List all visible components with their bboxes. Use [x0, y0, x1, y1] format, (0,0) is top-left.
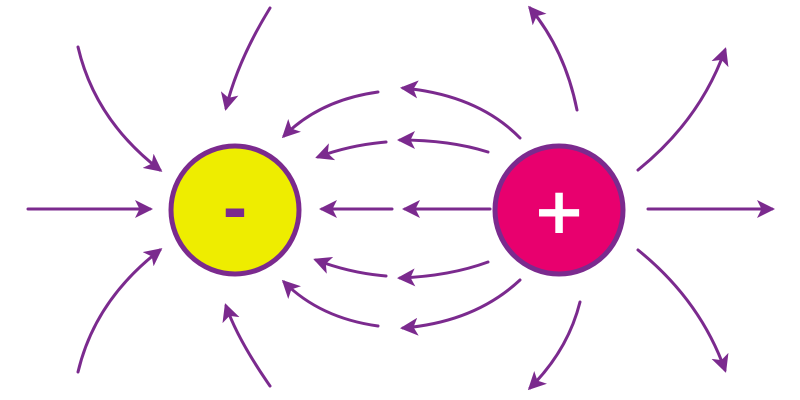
- field-line-lower-inner-2: [313, 256, 388, 278]
- field-line-left-lower: [76, 248, 163, 374]
- field-line-lower-outer-2: [281, 279, 380, 328]
- field-lines: [26, 5, 775, 391]
- field-line-bottom-from-positive: [527, 300, 582, 391]
- field-line-lower-outer: [400, 278, 522, 336]
- field-line-right-upper: [636, 47, 729, 172]
- plus-sign: +: [532, 175, 586, 249]
- positive-charge: +: [492, 143, 626, 277]
- field-line-lower-inner: [397, 260, 490, 287]
- field-line-left-upper: [76, 45, 163, 172]
- negative-charge-circle: [168, 143, 302, 277]
- field-line-upper-inner-2: [315, 140, 388, 161]
- negative-charge: -: [168, 143, 302, 277]
- minus-sign: -: [223, 175, 248, 245]
- field-line-upper-inner: [397, 131, 490, 154]
- positive-charge-circle: [492, 143, 626, 277]
- field-line-right-lower: [636, 248, 729, 373]
- field-line-bottom-into-negative: [222, 303, 272, 388]
- field-line-upper-outer: [400, 80, 522, 140]
- field-line-upper-outer-2: [281, 90, 380, 139]
- field-line-top-from-positive: [528, 5, 579, 112]
- field-line-top-into-negative: [220, 6, 272, 111]
